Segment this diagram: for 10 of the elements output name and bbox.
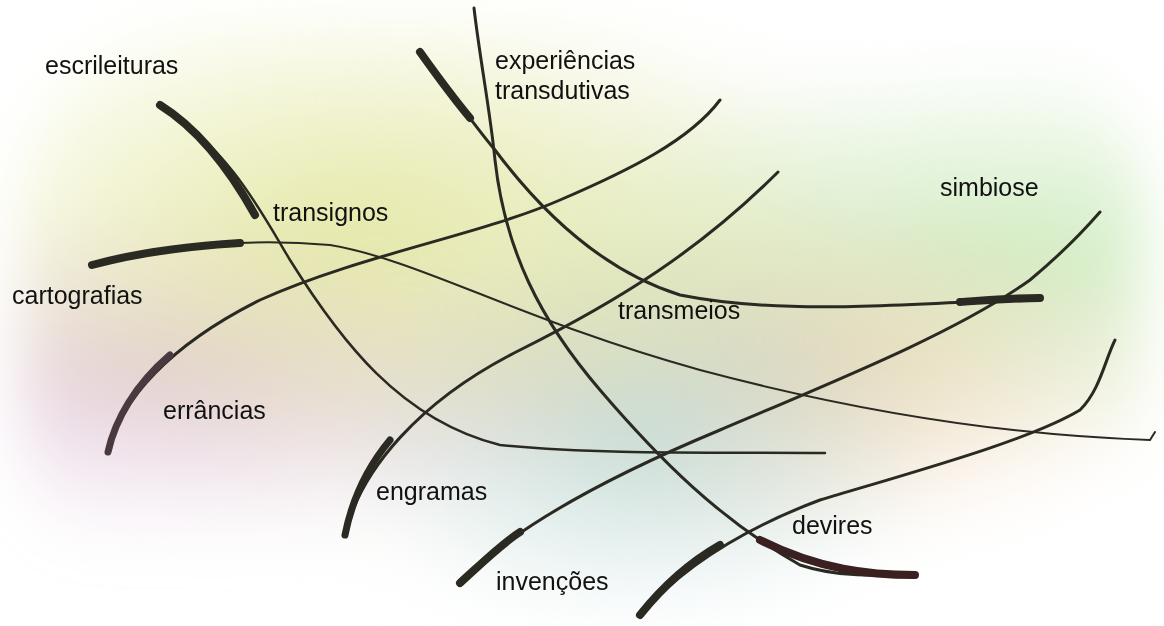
word-label: cartografias [12,280,143,310]
word-label: simbiose [940,172,1039,202]
word-label: experiências transdutivas [495,45,637,105]
word-label: transmeios [618,295,741,325]
word-label: invenções [496,566,609,596]
word-label: transignos [273,197,389,227]
word-label: devires [792,510,873,540]
word-label: escrileituras [45,50,179,80]
word-label: engramas [376,476,488,506]
word-label: errâncias [163,395,266,425]
